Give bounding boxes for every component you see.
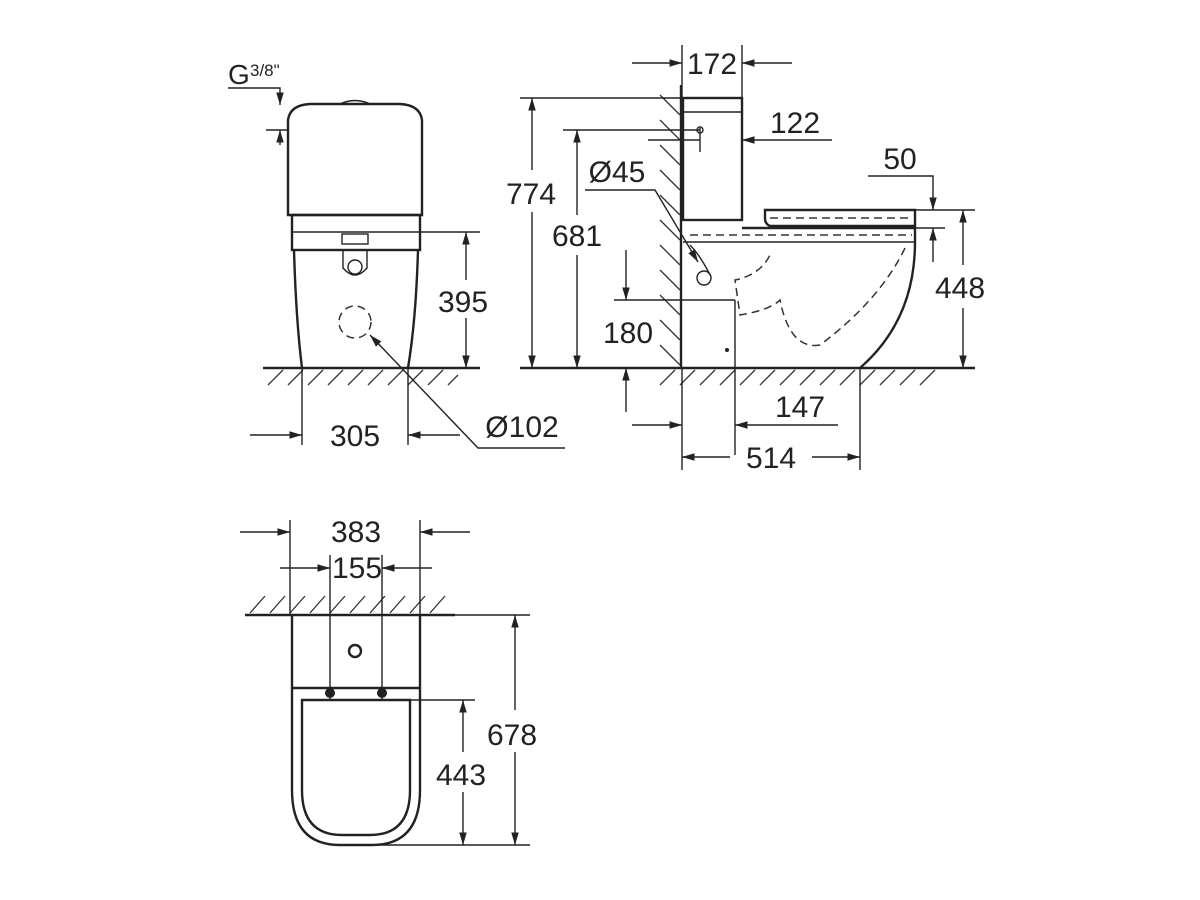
floor-hatch-side [659, 369, 936, 386]
seat-side [763, 208, 917, 228]
dim-180: 180 [603, 317, 653, 350]
dim-diameter-102: Ø102 [485, 411, 558, 444]
floor-hatch [267, 369, 459, 386]
dim-774: 774 [506, 178, 556, 211]
dim-383: 383 [331, 516, 381, 549]
thread-label-g: G [228, 59, 250, 90]
thread-label-fraction: 3/8" [250, 61, 280, 80]
top-view: 383 155 678 443 [240, 516, 537, 847]
dim-681: 681 [552, 220, 602, 253]
front-view: G 3/8" 395 305 Ø102 [228, 59, 565, 453]
dim-50: 50 [883, 143, 916, 176]
outlet-dashed-circle [338, 305, 372, 339]
dim-diameter-45: Ø45 [589, 156, 646, 189]
side-view: 172 122 774 681 Ø45 180 50 448 [506, 45, 985, 475]
dim-678: 678 [487, 719, 537, 752]
wall-hatch-top [249, 595, 446, 614]
dim-305: 305 [330, 420, 380, 453]
cistern-side [681, 96, 744, 222]
cistern-outline [286, 102, 424, 217]
dim-172: 172 [687, 48, 737, 81]
dim-122: 122 [770, 107, 820, 140]
dim-514: 514 [746, 442, 796, 475]
wall-hatch [659, 94, 681, 366]
dim-448: 448 [935, 272, 985, 305]
dim-443: 443 [436, 759, 486, 792]
bowl-outline [292, 249, 420, 369]
dim-395: 395 [438, 286, 488, 319]
dim-147: 147 [775, 391, 825, 424]
inlet-circle [347, 259, 363, 275]
top-outline [290, 615, 422, 847]
dim-155: 155 [332, 552, 382, 585]
